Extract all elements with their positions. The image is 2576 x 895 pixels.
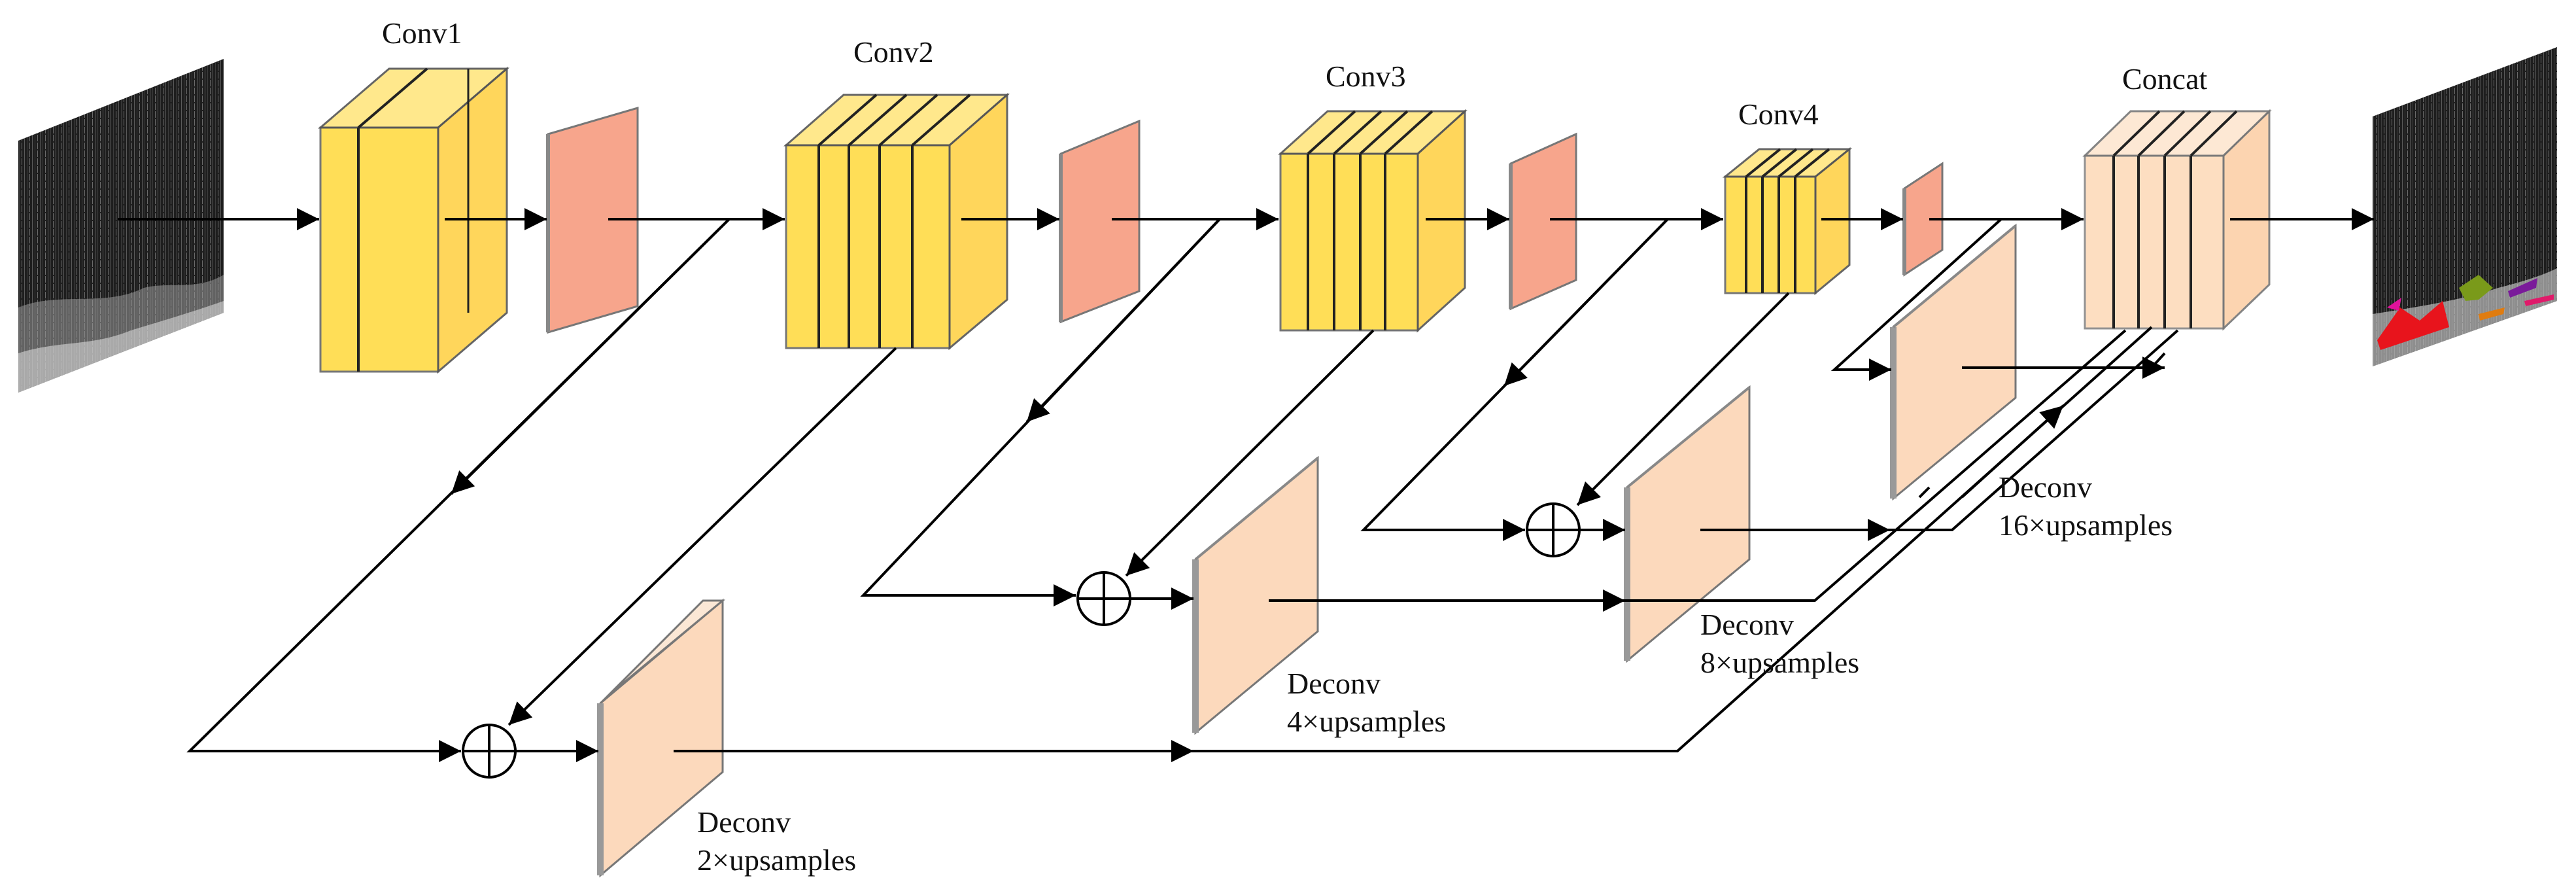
conv4-label: Conv4 xyxy=(1738,97,1819,131)
conv2-label: Conv2 xyxy=(853,35,934,69)
pool2-block xyxy=(1059,119,1141,324)
conv3-block xyxy=(1278,109,1468,333)
skip-connection-lines xyxy=(186,218,2179,762)
concat-block xyxy=(2082,109,2272,331)
deconv16x-block xyxy=(1890,223,2017,501)
conv2-block xyxy=(783,92,1010,351)
deconv4x-block xyxy=(1192,455,1319,735)
conv1-label: Conv1 xyxy=(382,16,462,50)
deconv16x-title: Deconv xyxy=(1999,470,2092,504)
deconv8x-block xyxy=(1624,385,1751,663)
deconv16x-subtitle: 16×upsamples xyxy=(1999,508,2172,542)
sum-node-1 xyxy=(462,724,517,779)
pool4-block xyxy=(1902,162,1944,277)
sum-node-2 xyxy=(1076,571,1131,626)
sum-node-3 xyxy=(1526,502,1581,557)
conv4-block xyxy=(1722,147,1853,296)
pool1-block xyxy=(546,106,639,334)
output-segmentation-image xyxy=(2373,47,2557,366)
pool3-block xyxy=(1509,132,1577,311)
deconv4x-subtitle: 4×upsamples xyxy=(1287,705,1446,738)
deconv2x-subtitle: 2×upsamples xyxy=(697,843,856,877)
deconv2x-block xyxy=(597,598,726,878)
concat-label: Concat xyxy=(2122,62,2208,96)
conv3-label: Conv3 xyxy=(1326,60,1406,93)
input-image xyxy=(18,59,224,393)
deconv8x-title: Deconv xyxy=(1700,608,1794,641)
deconv2x-title: Deconv xyxy=(697,805,791,839)
deconv8x-subtitle: 8×upsamples xyxy=(1700,646,1859,679)
diagram-labels: Conv1 Conv2 Conv3 Conv4 Concat Deconv 2×… xyxy=(382,16,2208,877)
deconv4x-title: Deconv xyxy=(1287,667,1381,700)
